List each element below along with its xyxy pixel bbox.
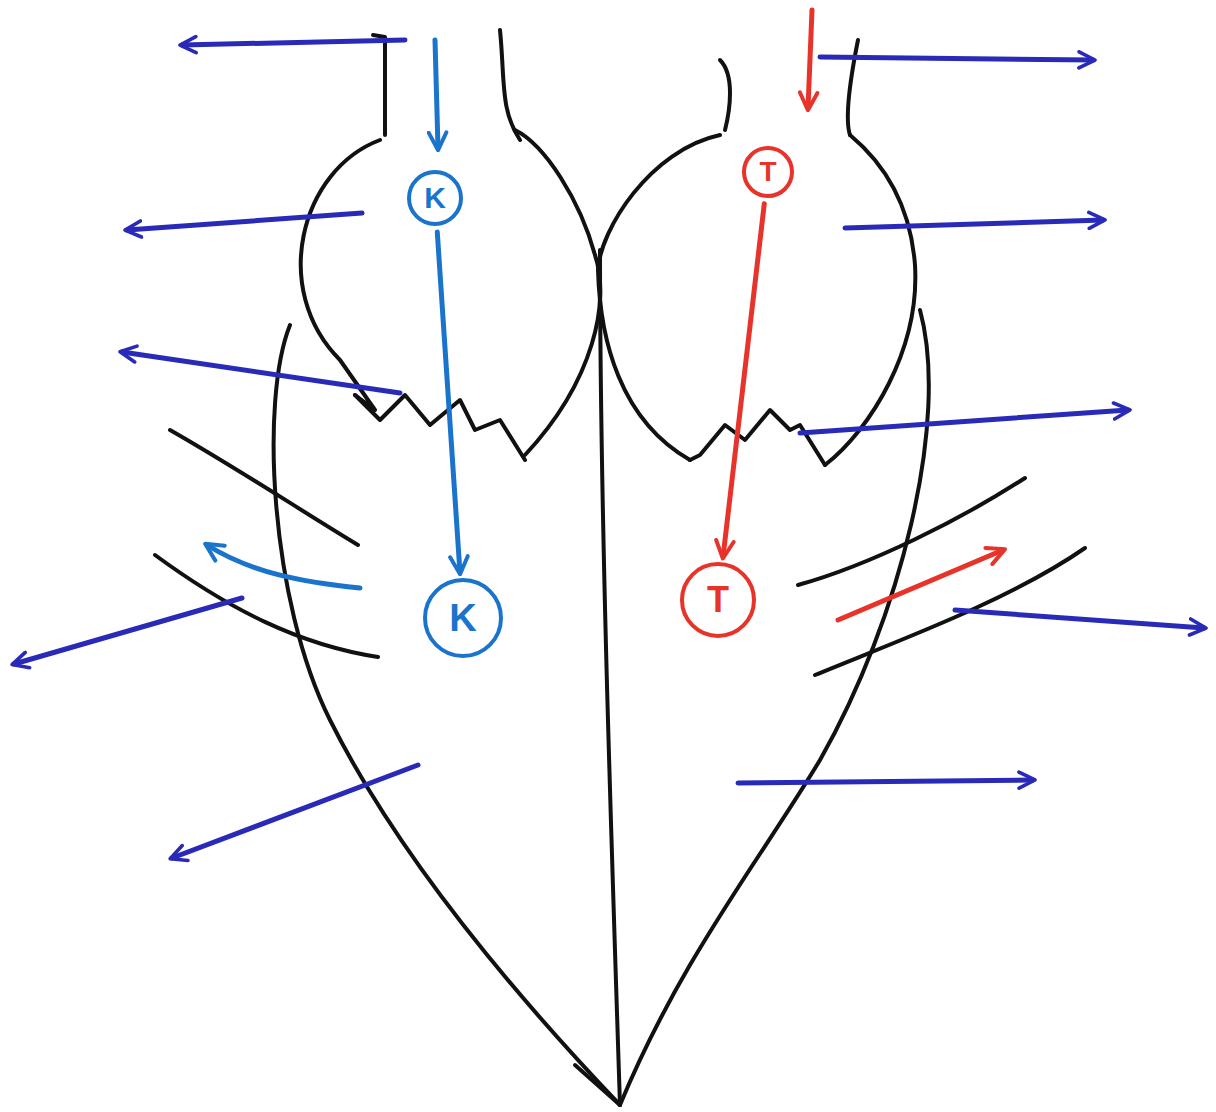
artery-wall xyxy=(798,478,1025,585)
flow-arrow xyxy=(838,550,1003,620)
leader-arrow xyxy=(182,40,405,45)
vessel-wall xyxy=(500,30,520,140)
chamber-letter: K xyxy=(424,183,446,213)
ventricle-outline xyxy=(575,1065,620,1105)
flow-arrow xyxy=(723,204,764,557)
leader-arrow xyxy=(845,220,1103,228)
atrium-outline xyxy=(301,140,380,410)
label-circle: K xyxy=(407,170,463,226)
leader-arrow xyxy=(800,410,1128,433)
atrium-outline xyxy=(598,135,720,460)
chamber-letter: K xyxy=(449,599,476,637)
leader-arrow xyxy=(127,213,362,230)
label-circle: T xyxy=(680,562,756,638)
artery-wall xyxy=(815,548,1085,675)
leader-arrow xyxy=(172,765,418,858)
chamber-letter: T xyxy=(759,158,776,186)
atrium-outline xyxy=(825,135,915,465)
leader-arrow xyxy=(122,352,400,393)
leader-arrow xyxy=(820,57,1093,60)
leader-arrow xyxy=(14,598,242,664)
vessel-wall xyxy=(373,35,385,135)
leader-arrow xyxy=(955,610,1204,628)
flow-arrow xyxy=(437,232,460,572)
vessel-wall xyxy=(848,40,858,135)
ventricle-outline xyxy=(274,325,620,1105)
label-circle: K xyxy=(423,578,503,658)
leader-arrow xyxy=(738,780,1033,783)
atrium-outline xyxy=(515,130,600,455)
artery-wall xyxy=(170,430,358,545)
valve xyxy=(355,395,525,460)
chamber-letter: T xyxy=(707,582,729,618)
flow-arrow xyxy=(808,10,812,108)
vessel-wall xyxy=(720,60,730,130)
flow-arrow xyxy=(435,40,438,148)
valve xyxy=(690,410,825,465)
septum xyxy=(600,250,620,1105)
label-circle: T xyxy=(742,146,794,198)
flow-arrow xyxy=(207,545,360,588)
